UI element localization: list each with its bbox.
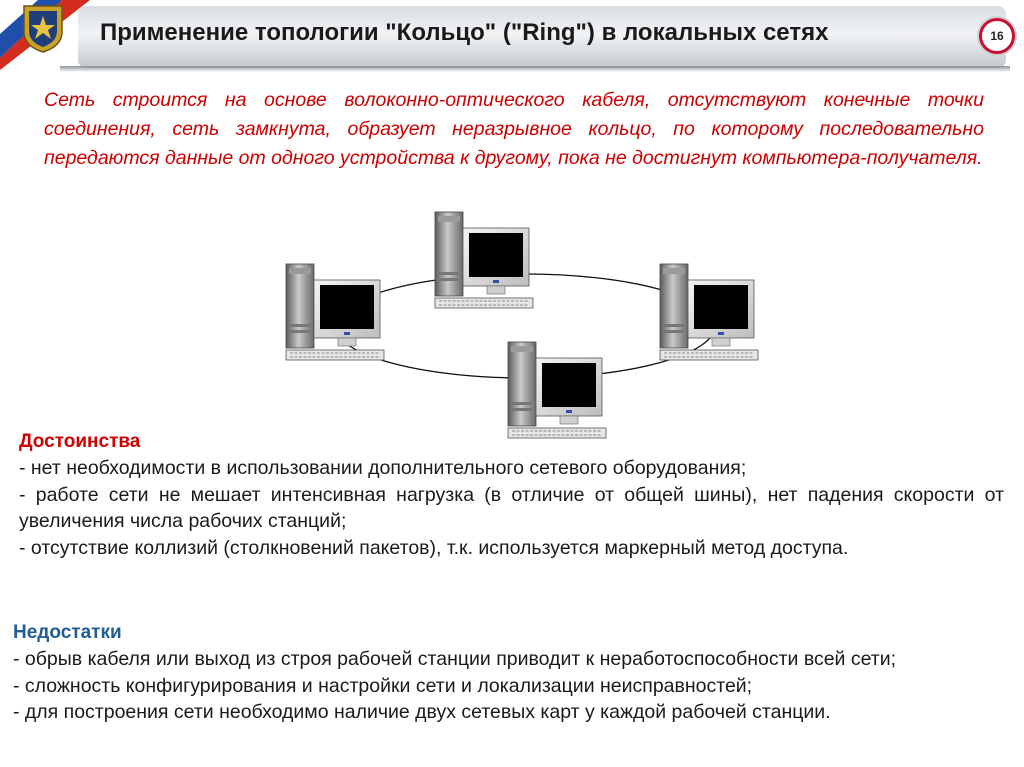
slide-header: Применение топологии "Кольцо" ("Ring") в…: [0, 0, 1024, 80]
advantages-title: Достоинства: [19, 431, 141, 452]
header-bar: [78, 6, 1006, 68]
advantage-item: - работе сети не мешает интенсивная нагр…: [19, 483, 1004, 533]
page-number-badge: 16: [979, 18, 1015, 54]
disadvantage-item: - обрыв кабеля или выход из строя рабоче…: [13, 648, 897, 670]
computer-icon: [659, 263, 759, 361]
ring-topology-diagram: [285, 211, 759, 439]
disadvantage-item: - для построения сети необходимо наличие…: [13, 701, 831, 723]
disadvantage-item: - сложность конфигурирования и настройки…: [13, 674, 753, 697]
advantage-item: - отсутствие коллизий (столкновений паке…: [19, 536, 849, 559]
disadvantages-section: Недостатки - обрыв кабеля или выход из с…: [13, 619, 1012, 726]
computer-icon: [285, 263, 385, 361]
disadvantages-title: Недостатки: [13, 622, 122, 643]
computer-icon: [434, 211, 534, 309]
computer-icon: [507, 341, 607, 439]
advantage-item: - нет необходимости в использовании допо…: [19, 457, 747, 479]
advantages-section: Достоинства - нет необходимости в исполь…: [19, 428, 1004, 561]
page-title: Применение топологии "Кольцо" ("Ring") в…: [100, 19, 829, 46]
intro-text: Сеть строится на основе волоконно-оптиче…: [44, 89, 984, 169]
emblem-icon: [23, 5, 63, 53]
